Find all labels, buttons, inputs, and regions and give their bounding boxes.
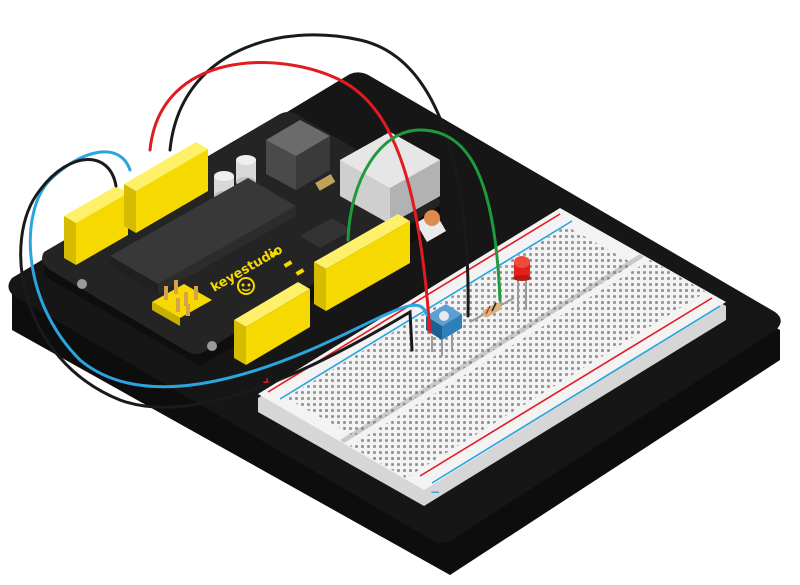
header-analog (314, 214, 410, 311)
header-digital-left (64, 186, 128, 265)
microcontroller-chip (110, 178, 296, 294)
wire-green (346, 128, 502, 302)
usb-connector (266, 120, 330, 190)
breadboard: + − (258, 208, 726, 506)
led-red (513, 256, 531, 312)
header-power (234, 282, 310, 365)
board-led (295, 268, 305, 276)
rail-red-bottom (419, 297, 713, 477)
keyestudio-logo-icon (237, 277, 255, 295)
breadboard-holes-bottom (350, 260, 706, 478)
resistor (469, 297, 515, 323)
header-digital-right (124, 142, 208, 233)
power-jack (340, 132, 440, 224)
icsp-header (152, 280, 212, 326)
wire-black-short (19, 158, 414, 409)
reset-button (415, 210, 447, 243)
rail-plus-sign: + (262, 375, 272, 389)
mounting-hole (77, 279, 87, 289)
breadboard-holes-top (286, 226, 634, 436)
small-ic (300, 218, 352, 248)
mounting-hole (207, 341, 217, 351)
wire-red (148, 61, 432, 334)
crystal (315, 174, 336, 191)
board-led (269, 250, 279, 258)
wires (19, 33, 502, 409)
rail-minus-sign: − (430, 485, 440, 499)
microcontroller-board: keyestudio (42, 112, 447, 366)
rail-blue-bottom (431, 305, 721, 484)
board-led (283, 260, 293, 268)
